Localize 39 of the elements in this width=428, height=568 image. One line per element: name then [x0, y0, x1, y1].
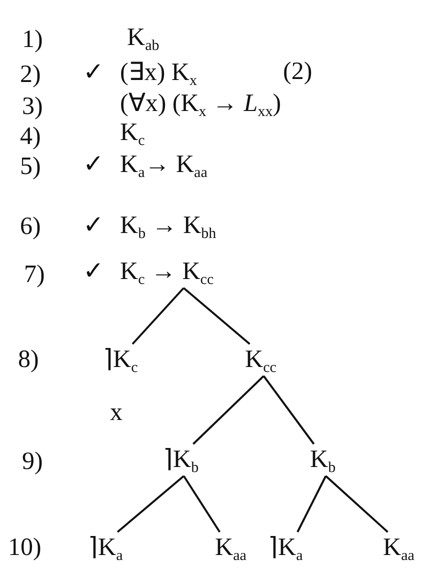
line-number: 8) [18, 346, 39, 374]
line-number: 10) [8, 534, 42, 562]
line-number: 4) [20, 123, 41, 151]
tree-branch [183, 287, 250, 345]
line-number: 5) [20, 153, 41, 181]
tree-formula: K$_{b}$ [310, 446, 336, 474]
formula: K$_{a}$→ K$_{aa}$ [120, 151, 208, 179]
tree-branch [262, 375, 315, 445]
formula: K$_{c}$ [120, 119, 145, 147]
line-number: 6) [20, 213, 41, 241]
line-number: 9) [22, 448, 43, 476]
tree-branch [182, 475, 221, 533]
tree-formula: ⌉K$_{a}$ [268, 534, 303, 562]
tree-branch [296, 476, 327, 532]
check-mark: ✓ [83, 59, 104, 87]
tree-formula: ⌉K$_{c}$ [103, 346, 138, 374]
formula: x [110, 399, 122, 427]
formula: (∀x) (K$_{x}$ → L$_{xx}$) [120, 90, 282, 118]
formula: K$_{ab}$ [127, 24, 160, 52]
line-number: 3) [22, 93, 43, 121]
tree-formula: ⌉K$_{a}$ [88, 534, 123, 562]
tree-formula: K$_{cc}$ [245, 346, 276, 374]
line-number: 2) [20, 61, 41, 89]
check-mark: ✓ [83, 151, 104, 179]
check-mark: ✓ [83, 212, 104, 240]
tree-formula: K$_{aa}$ [383, 534, 414, 562]
line-number: 7) [24, 261, 45, 289]
tree-branch [325, 475, 388, 533]
formula: (∃x) K$_{x}$ [120, 59, 197, 87]
check-mark: ✓ [83, 258, 104, 286]
tree-formula: K$_{aa}$ [215, 534, 246, 562]
tree-branch [192, 375, 264, 445]
tree-formula: ⌉K$_{b}$ [163, 446, 199, 474]
formula: (2) [283, 58, 312, 86]
tree-formula: K$_{c}$ → K$_{cc}$ [120, 258, 214, 286]
tree-branch [116, 475, 184, 533]
line-number: 1) [22, 26, 43, 54]
tree-branch [132, 287, 184, 345]
formula: K$_{b}$ → K$_{bh}$ [120, 212, 216, 240]
